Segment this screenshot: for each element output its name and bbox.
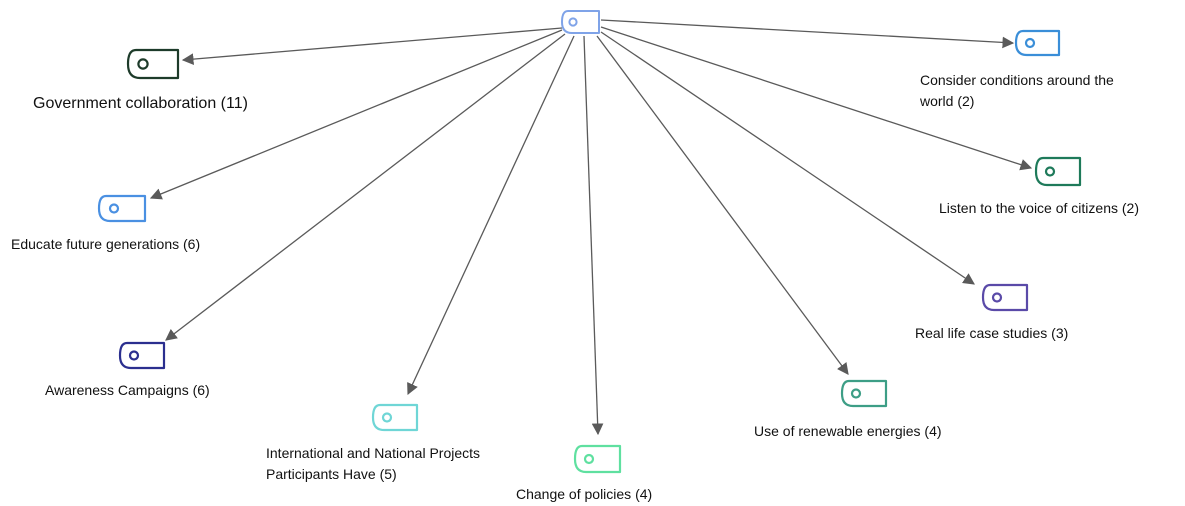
node-real-life-case-studies[interactable]: Real life case studies (3) (915, 283, 1068, 341)
node-label: Use of renewable energies (4) (754, 423, 942, 439)
tag-icon (981, 283, 1029, 312)
edge-use-of-renewable-energies (596, 35, 849, 375)
node-listen-to-citizens[interactable]: Listen to the voice of citizens (2) (939, 156, 1139, 216)
edge-awareness-campaigns (165, 33, 566, 341)
node-label: Government collaboration (11) (33, 95, 248, 112)
node-awareness-campaigns[interactable]: Awareness Campaigns (6) (45, 341, 210, 398)
node-label: Participants Have (5) (266, 466, 397, 482)
tag-icon (1034, 156, 1082, 187)
edge-consider-conditions (600, 19, 1015, 49)
node-government-collaboration[interactable]: Government collaboration (11) (33, 48, 248, 112)
node-label: Awareness Campaigns (6) (45, 382, 210, 398)
tag-icon (118, 341, 166, 370)
node-label: Real life case studies (3) (915, 325, 1068, 341)
tag-icon (1014, 29, 1061, 57)
edge-international-national-projects (407, 35, 575, 396)
node-label: Consider conditions around the (920, 72, 1114, 88)
node-use-of-renewable-energies[interactable]: Use of renewable energies (4) (754, 379, 942, 439)
edge-listen-to-citizens (600, 26, 1033, 171)
tag-icon (561, 10, 600, 34)
node-label: Change of policies (4) (516, 486, 652, 502)
node-change-of-policies[interactable]: Change of policies (4) (516, 444, 652, 502)
tag-icon (840, 379, 888, 408)
tag-icon (573, 444, 622, 474)
edge-real-life-case-studies (600, 31, 975, 285)
edge-change-of-policies (583, 35, 604, 436)
tag-icon (97, 194, 147, 223)
edge-government-collaboration (181, 27, 563, 65)
root-node[interactable] (561, 10, 600, 34)
edge-educate-future-generations (149, 29, 563, 200)
node-label: Listen to the voice of citizens (2) (939, 200, 1139, 216)
edges (149, 19, 1033, 436)
node-consider-conditions[interactable]: Consider conditions around the world (2) (919, 29, 1114, 109)
node-educate-future-generations[interactable]: Educate future generations (6) (11, 194, 200, 252)
node-label: world (2) (919, 93, 974, 109)
tag-icon (371, 403, 419, 432)
tag-icon (126, 48, 180, 80)
node-international-national-projects[interactable]: International and National Projects Part… (266, 403, 480, 482)
node-label: Educate future generations (6) (11, 236, 200, 252)
node-label: International and National Projects (266, 445, 480, 461)
